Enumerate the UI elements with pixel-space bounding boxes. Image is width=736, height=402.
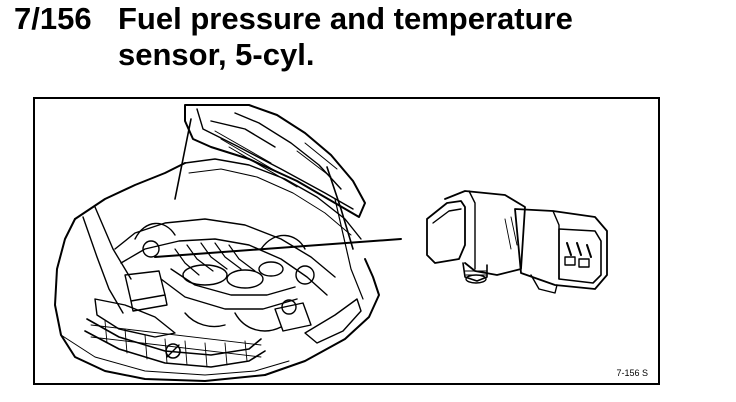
page-title-line-2: sensor, 5-cyl. (118, 37, 315, 72)
pointer-line (154, 238, 402, 258)
illustration-drawing (54, 104, 608, 382)
page-title-line-1: Fuel pressure and temperature (118, 1, 573, 36)
figure-code: 7-156 S (616, 368, 648, 378)
illustration-frame: 7-156 S (33, 97, 660, 385)
car-engine-bay-drawing (54, 104, 380, 382)
section-number: 7/156 (14, 1, 92, 36)
fuel-pressure-temperature-sensor-drawing (426, 190, 608, 294)
